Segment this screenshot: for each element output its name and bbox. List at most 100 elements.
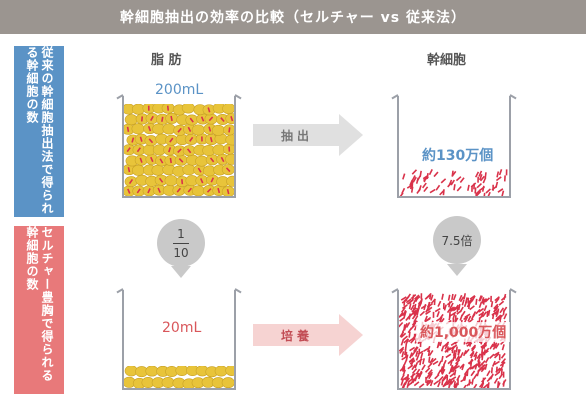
stem-cell — [447, 384, 451, 388]
stem-cell — [401, 351, 405, 358]
stem-cell — [408, 331, 411, 338]
fat-globule — [164, 175, 178, 187]
stem-cell — [442, 359, 447, 367]
stem-cell — [417, 373, 422, 380]
stem-cell — [456, 185, 462, 192]
stem-cell — [430, 294, 434, 301]
stem-cell — [480, 366, 486, 373]
stem-cell — [405, 338, 410, 345]
stem-cell — [427, 345, 431, 353]
stem-cell — [498, 366, 503, 373]
stem-cell-mark — [147, 105, 150, 111]
arrow-extraction-label: 抽出 — [253, 124, 341, 146]
stem-cell — [410, 186, 414, 193]
stem-cell — [455, 346, 458, 353]
stem-cell-mark — [225, 167, 231, 173]
stem-cell — [425, 310, 431, 315]
beaker-fat-20ml — [122, 290, 236, 390]
stem-cell-mark — [150, 156, 154, 163]
stem-cell — [464, 313, 471, 319]
stem-cell — [480, 364, 486, 370]
stem-cell — [428, 293, 432, 300]
stem-cell — [420, 304, 427, 310]
arrow-culture: 培養 — [253, 314, 363, 356]
multiplier-badge: 7.5倍 — [433, 216, 481, 264]
stem-cell — [434, 307, 441, 313]
stem-cell — [448, 301, 451, 308]
stem-cell-mark — [161, 116, 164, 122]
stem-cell-mark — [141, 116, 144, 122]
stem-cell — [483, 192, 486, 196]
stem-cell — [399, 348, 405, 354]
stem-cell — [414, 295, 421, 301]
stem-cell — [434, 373, 440, 380]
stem-cell — [449, 364, 454, 372]
stem-cell — [483, 349, 486, 356]
stem-cell — [409, 359, 416, 365]
stem-cell — [445, 378, 452, 385]
stem-cell — [414, 362, 419, 369]
stem-cell — [493, 303, 499, 310]
stem-cell — [495, 310, 499, 318]
stem-cell — [483, 342, 486, 349]
stem-cell — [494, 296, 500, 302]
stem-cell — [402, 369, 406, 376]
stem-cell — [482, 311, 488, 318]
stem-cell — [486, 191, 491, 196]
stem-cell — [410, 338, 416, 344]
stem-cell — [476, 182, 482, 189]
fat-globule — [225, 134, 234, 146]
stem-cell — [415, 350, 419, 357]
stem-cells-sparse — [399, 169, 508, 196]
stem-cell — [409, 346, 416, 352]
fat-globules-large — [124, 104, 234, 196]
stem-cell — [414, 294, 420, 300]
stem-cell — [461, 299, 465, 306]
stem-cell — [471, 185, 473, 192]
stem-cell — [450, 179, 456, 186]
volume-label-200ml: 200mL — [155, 82, 204, 98]
stem-cell — [401, 355, 408, 361]
stem-cell — [415, 368, 421, 375]
stem-cell — [476, 359, 481, 367]
count-label-top: 約130万個 — [422, 148, 494, 164]
stem-cell — [470, 344, 477, 351]
stem-cell — [407, 377, 414, 383]
stem-cell-mark — [228, 146, 231, 152]
stem-cell — [481, 377, 487, 383]
stem-cell-mark — [207, 107, 211, 113]
fat-globule — [182, 164, 196, 176]
stem-cell — [403, 322, 408, 329]
stem-cell — [429, 357, 434, 364]
stem-cell-mark — [177, 148, 182, 154]
stem-cell — [457, 303, 461, 311]
stem-cell — [442, 382, 449, 388]
stem-cell — [441, 367, 443, 374]
stem-cell — [474, 363, 478, 370]
stem-cell — [458, 294, 463, 302]
stem-cell — [462, 349, 467, 357]
stem-cell — [410, 372, 416, 378]
stem-cell — [496, 382, 501, 388]
stem-cell — [424, 367, 431, 373]
stem-cell — [466, 370, 469, 377]
stem-cell — [405, 351, 408, 358]
stem-cell — [410, 378, 415, 385]
stem-cell — [477, 361, 481, 368]
stem-cell — [478, 295, 483, 302]
stem-cell — [400, 306, 406, 313]
stem-cell — [428, 349, 434, 356]
stem-cell — [482, 383, 489, 388]
stem-cell — [486, 370, 491, 377]
stem-cell — [437, 300, 442, 307]
stem-cell — [402, 309, 407, 317]
stem-cell — [489, 343, 494, 350]
fat-globule — [191, 185, 205, 196]
stem-cell — [469, 305, 475, 311]
stem-cell-mark — [170, 115, 173, 122]
stem-cell — [441, 293, 444, 300]
stem-cell — [423, 347, 430, 352]
stem-cell-mark — [147, 188, 151, 194]
stem-cell — [431, 357, 437, 364]
fat-globule — [191, 124, 205, 136]
